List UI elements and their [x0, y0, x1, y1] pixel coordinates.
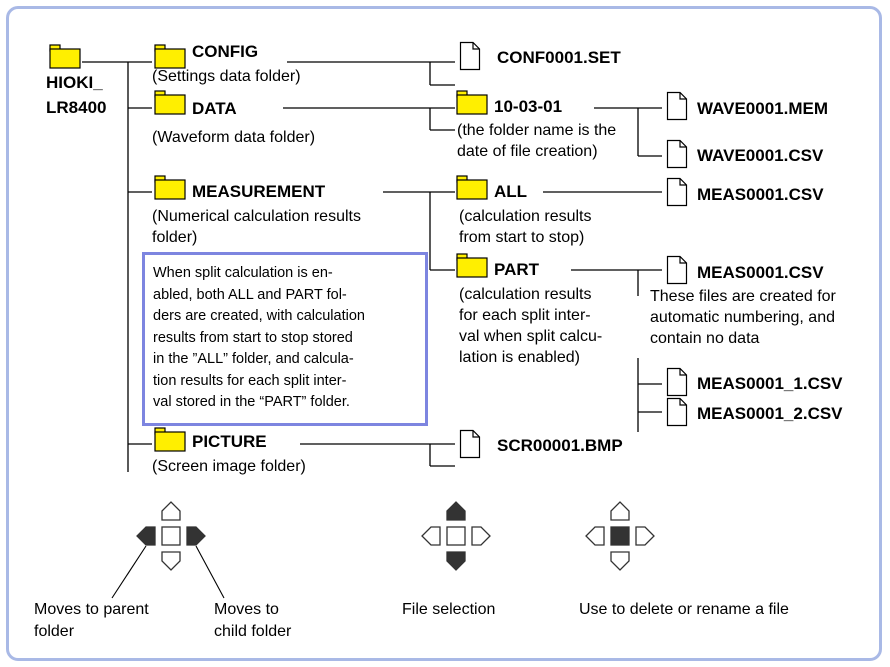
file-scr-name: SCR00001.BMP: [497, 436, 623, 455]
file-meas-part-name: MEAS0001.CSV: [697, 263, 824, 282]
caption-child-folder: Moves to child folder: [214, 601, 292, 640]
file-wave-mem-name: WAVE0001.MEM: [697, 99, 829, 118]
cursor-key-icon: [421, 501, 491, 571]
caption-delete-rename: Use to delete or rename a file: [579, 601, 789, 618]
folder-date-desc: (the folder name is the date of file cre…: [457, 122, 617, 160]
file-wave-csv-name: WAVE0001.CSV: [697, 146, 824, 165]
file-icon: [666, 397, 688, 427]
folder-icon: [154, 427, 186, 452]
part-files-note: These files are created for automatic nu…: [650, 288, 836, 347]
file-icon: [666, 367, 688, 397]
folder-icon: [49, 44, 81, 69]
folder-icon: [154, 175, 186, 200]
folder-measurement-name: MEASUREMENT: [192, 182, 326, 201]
folder-part-desc: (calculation results for each split inte…: [459, 286, 603, 366]
folder-data-desc: (Waveform data folder): [152, 129, 316, 146]
file-icon: [459, 41, 481, 71]
caption-file-selection: File selection: [402, 601, 496, 618]
file-icon: [459, 429, 481, 459]
folder-picture-name: PICTURE: [192, 432, 267, 451]
file-icon: [666, 91, 688, 121]
folder-measurement-desc: (Numerical calculation results folder): [152, 208, 361, 246]
folder-config-name: CONFIG: [192, 42, 259, 61]
cursor-key-icon: [585, 501, 655, 571]
file-icon: [666, 255, 688, 285]
file-meas-part-2-name: MEAS0001_2.CSV: [697, 404, 843, 423]
caption-parent-folder: Moves to parent folder: [34, 601, 149, 640]
file-meas-part-1-name: MEAS0001_1.CSV: [697, 374, 843, 393]
file-icon: [666, 139, 688, 169]
folder-config-desc: (Settings data folder): [152, 68, 301, 85]
file-icon: [666, 177, 688, 207]
folder-all-desc: (calculation results from start to stop): [459, 208, 592, 246]
folder-picture-desc: (Screen image folder): [152, 458, 306, 475]
split-calculation-note: When split calculation is en- abled, bot…: [142, 252, 428, 426]
folder-icon: [456, 253, 488, 278]
cursor-key-icon: [136, 501, 206, 571]
file-conf-name: CONF0001.SET: [497, 48, 621, 67]
folder-all-name: ALL: [494, 182, 528, 201]
folder-icon: [456, 175, 488, 200]
folder-icon: [154, 90, 186, 115]
folder-part-name: PART: [494, 260, 540, 279]
folder-icon: [154, 44, 186, 69]
folder-date-name: 10-03-01: [494, 97, 563, 116]
folder-data-name: DATA: [192, 99, 237, 118]
root-folder-label: HIOKI_ LR8400: [46, 73, 107, 117]
folder-icon: [456, 90, 488, 115]
file-meas-all-name: MEAS0001.CSV: [697, 185, 824, 204]
